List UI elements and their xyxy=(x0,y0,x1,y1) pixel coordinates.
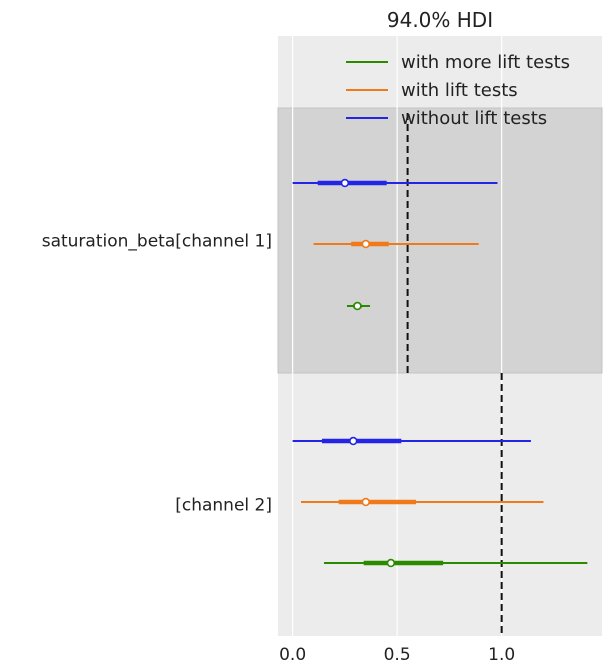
point-estimate xyxy=(361,497,370,507)
hdi-marks xyxy=(292,178,588,568)
y-tick-label: saturation_beta[channel 1] xyxy=(42,232,272,252)
y-axis-labels: saturation_beta[channel 1] [channel 2] xyxy=(42,232,272,516)
point-estimate xyxy=(386,558,396,568)
x-axis-ticks: 0.0 0.5 1.0 xyxy=(279,645,515,665)
point-estimate xyxy=(353,301,362,311)
x-tick-label: 0.5 xyxy=(384,645,411,665)
point-estimate xyxy=(340,178,350,188)
x-tick-label: 0.0 xyxy=(279,645,306,665)
group-shading-channel-1 xyxy=(277,107,603,374)
chart-title: 94.0% HDI xyxy=(387,8,493,32)
point-estimate xyxy=(349,436,358,446)
x-tick-label: 1.0 xyxy=(488,645,515,665)
legend-label: with lift tests xyxy=(401,80,518,101)
gridlines xyxy=(292,36,503,636)
legend-label: without lift tests xyxy=(401,108,547,129)
point-estimate xyxy=(361,239,370,249)
legend: with more lift tests with lift tests witho… xyxy=(346,52,570,129)
legend-label: with more lift tests xyxy=(401,52,570,73)
y-tick-label: [channel 2] xyxy=(175,496,272,516)
